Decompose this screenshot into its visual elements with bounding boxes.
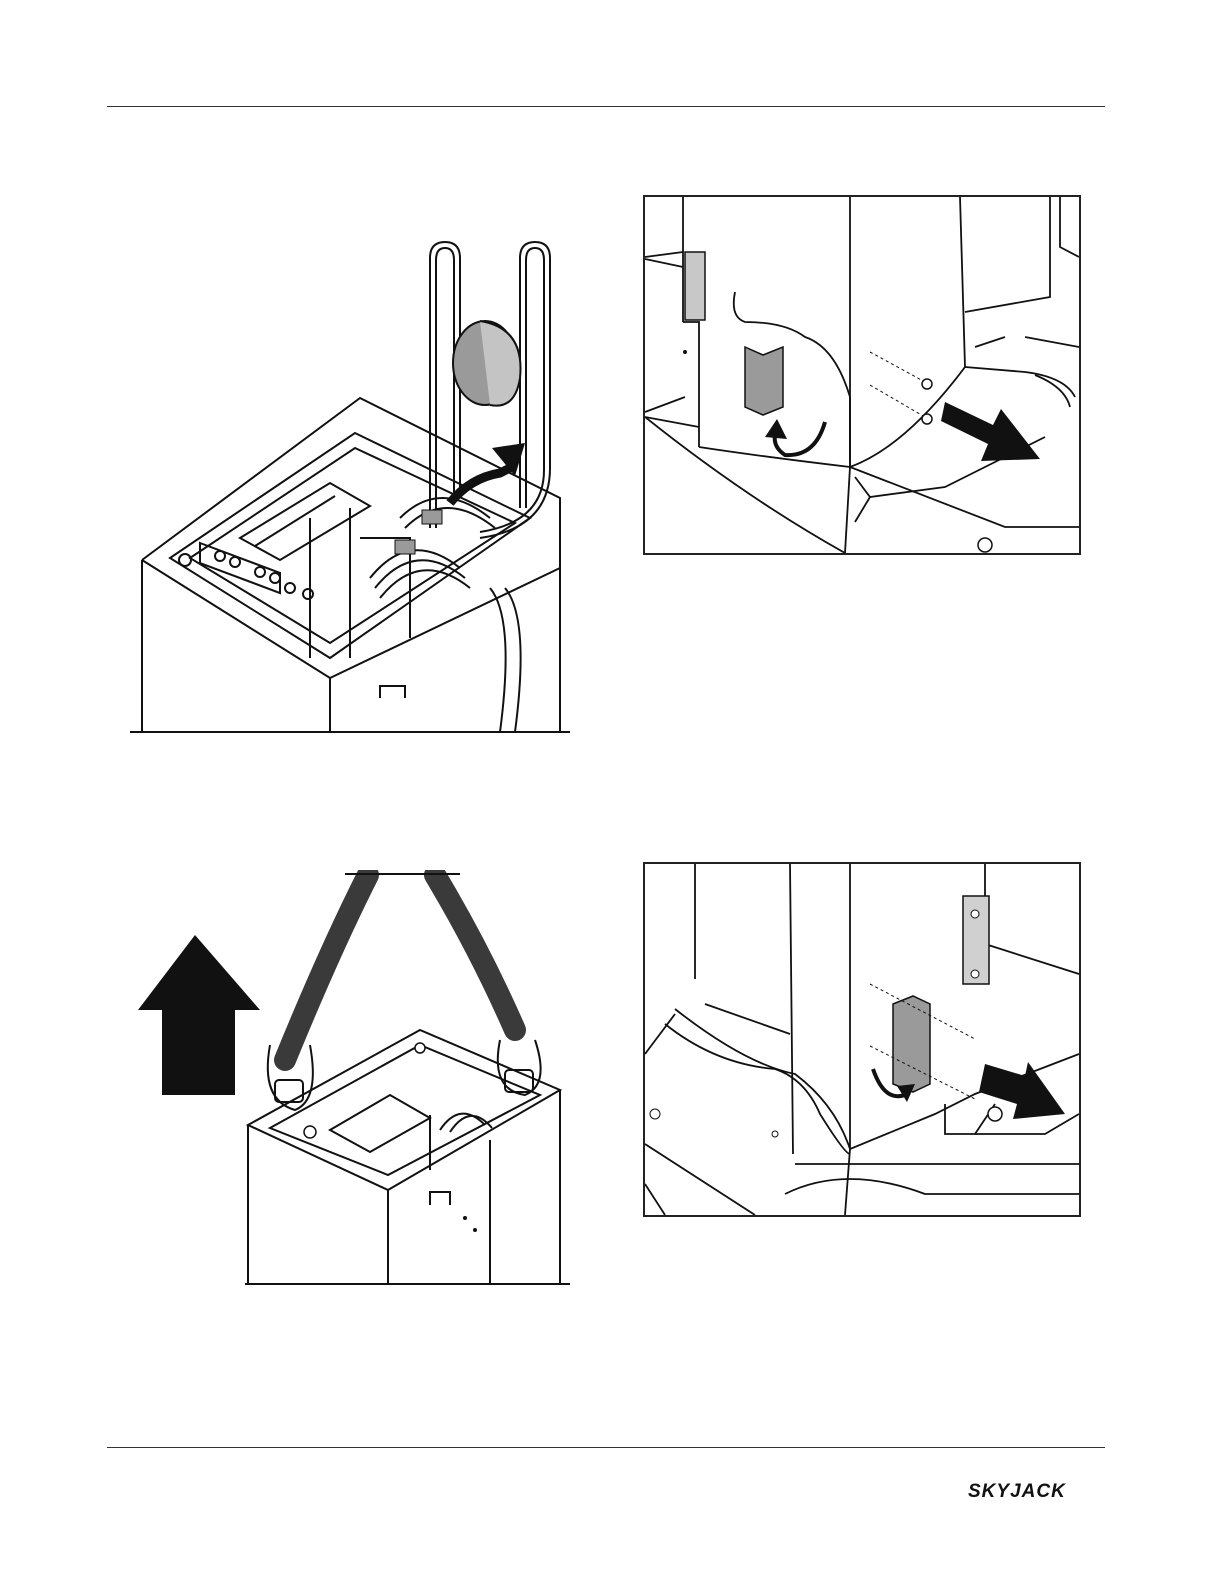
figure-top-left bbox=[130, 238, 570, 738]
figure-bottom-left bbox=[130, 870, 570, 1290]
curved-arrow-icon bbox=[765, 419, 787, 439]
figure-bottom-right bbox=[643, 862, 1081, 1217]
right-arrow-icon bbox=[941, 402, 1040, 461]
hoist-with-slings-illustration bbox=[130, 870, 570, 1290]
bracket-shape-lower bbox=[893, 996, 930, 1092]
bracket-shape bbox=[745, 347, 783, 415]
remove-bracket-lower-column-illustration bbox=[645, 864, 1079, 1215]
disc-shape bbox=[453, 321, 521, 406]
curved-arrow-icon-lower bbox=[897, 1084, 915, 1102]
lift-tubes-illustration bbox=[130, 238, 570, 738]
skyjack-logo: SKYJACK bbox=[968, 1481, 1108, 1507]
figure-top-right bbox=[643, 195, 1081, 555]
big-up-arrow-icon bbox=[138, 935, 260, 1095]
remove-bracket-illustration bbox=[645, 197, 1079, 553]
header-rule bbox=[107, 106, 1105, 107]
footer-rule bbox=[107, 1447, 1105, 1448]
